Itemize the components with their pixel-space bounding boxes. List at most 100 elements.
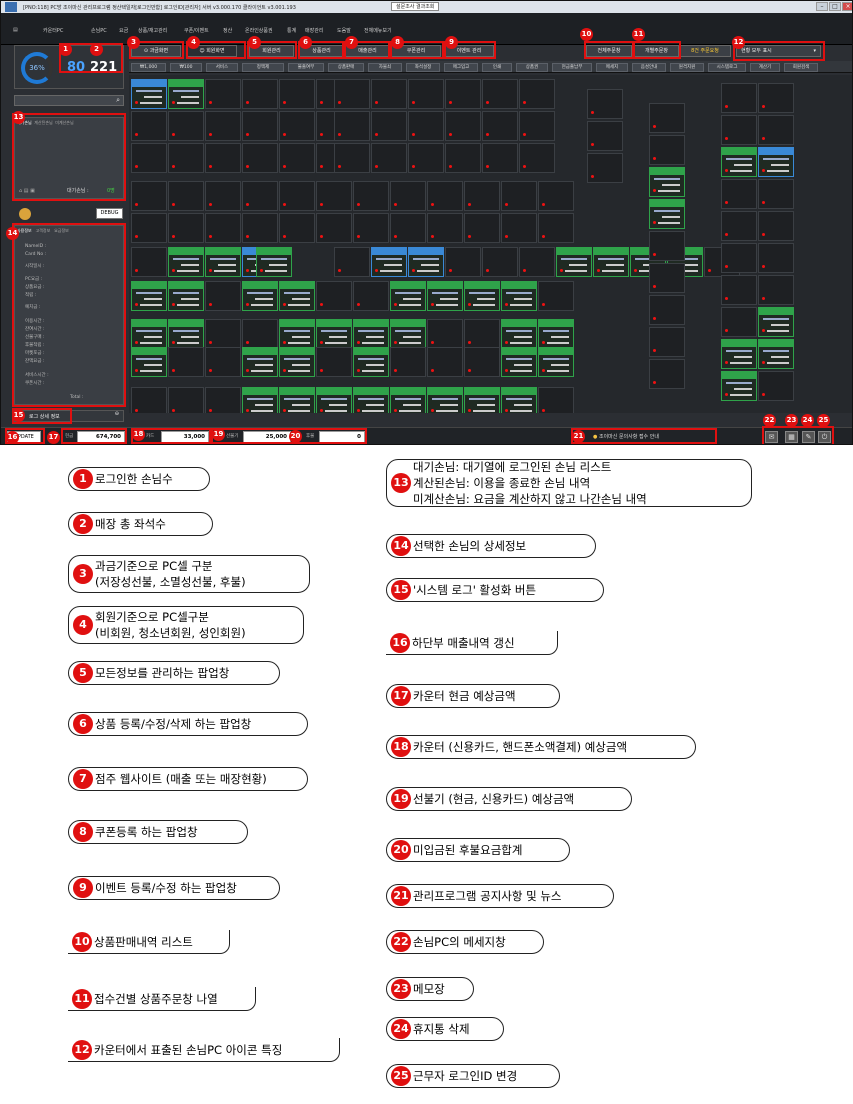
pc-seat-cell[interactable] (279, 213, 315, 243)
pc-seat-cell[interactable] (519, 111, 555, 141)
pc-seat-cell[interactable] (721, 371, 757, 401)
message-icon[interactable]: ✉ (765, 431, 778, 443)
pc-seat-cell[interactable] (371, 111, 407, 141)
pc-seat-cell[interactable] (353, 347, 389, 377)
pc-seat-cell[interactable] (205, 387, 241, 413)
pc-seat-cell[interactable] (501, 347, 537, 377)
pc-seat-cell[interactable] (464, 213, 500, 243)
pc-seat-cell[interactable] (721, 211, 757, 241)
pc-seat-cell[interactable] (519, 79, 555, 109)
pc-seat-cell[interactable] (390, 281, 426, 311)
pc-seat-cell[interactable] (316, 347, 352, 377)
pc-seat-cell[interactable] (131, 247, 167, 277)
pc-seat-cell[interactable] (482, 79, 518, 109)
pc-seat-cell[interactable] (501, 319, 537, 349)
menu-item-counter-pc[interactable]: 카운터PC (43, 28, 64, 34)
debug-button[interactable]: DEBUG (96, 208, 123, 219)
pc-seat-cell[interactable] (371, 79, 407, 109)
pc-seat-cell[interactable] (242, 79, 278, 109)
pc-seat-cell[interactable] (334, 79, 370, 109)
toolbar-button-13[interactable]: 음성안내 (632, 63, 666, 72)
pc-seat-cell[interactable] (168, 387, 204, 413)
pc-seat-cell[interactable] (168, 213, 204, 243)
pc-seat-cell[interactable] (721, 115, 757, 145)
pc-seat-cell[interactable] (334, 247, 370, 277)
syslog-toggle-button[interactable]: 로그 상세 정보⊖ (14, 410, 124, 422)
menu-home-icon[interactable]: ▤ (13, 27, 18, 33)
memo-icon[interactable]: ▦ (785, 431, 798, 443)
pc-seat-cell[interactable] (519, 247, 555, 277)
pc-seat-cell[interactable] (390, 387, 426, 413)
toolbar-button-3[interactable]: 정액제 (242, 63, 284, 72)
toolbar-button-1[interactable]: ₩100 (170, 63, 202, 72)
toolbar-button-5[interactable]: 상품판매 (328, 63, 364, 72)
pc-seat-cell[interactable] (721, 179, 757, 209)
pc-seat-cell[interactable] (242, 319, 278, 349)
pc-seat-cell[interactable] (205, 213, 241, 243)
toolbar-button-15[interactable]: 시스템로그 (708, 63, 746, 72)
pc-seat-cell[interactable] (131, 387, 167, 413)
menu-item-help[interactable]: 도움말 (337, 28, 351, 34)
pc-seat-cell[interactable] (205, 79, 241, 109)
pc-seat-cell[interactable] (205, 111, 241, 141)
pc-seat-cell[interactable] (131, 79, 167, 109)
pc-seat-cell[interactable] (649, 295, 685, 325)
pc-seat-cell[interactable] (131, 319, 167, 349)
pc-seat-cell[interactable] (256, 247, 292, 277)
maximize-icon[interactable]: □ (829, 2, 841, 11)
pc-seat-cell[interactable] (408, 111, 444, 141)
pc-seat-cell[interactable] (427, 319, 463, 349)
pc-seat-cell[interactable] (353, 213, 389, 243)
menu-item-guest-pc[interactable]: 손님PC (91, 28, 107, 34)
pc-seat-cell[interactable] (279, 387, 315, 413)
pc-seat-cell[interactable] (758, 83, 794, 113)
pc-seat-cell[interactable] (649, 263, 685, 293)
news-ticker[interactable]: ● 조이마신 문의사항 접수 안내 (593, 433, 659, 440)
pc-seat-cell[interactable] (316, 213, 352, 243)
sales-list-button[interactable]: 전체주문창 (586, 45, 632, 57)
pc-seat-cell[interactable] (427, 281, 463, 311)
pc-seat-cell[interactable] (242, 281, 278, 311)
pc-seat-cell[interactable] (131, 281, 167, 311)
pc-seat-cell[interactable] (758, 115, 794, 145)
pc-seat-cell[interactable] (131, 181, 167, 211)
pc-seat-cell[interactable] (538, 281, 574, 311)
pc-seat-cell[interactable] (371, 247, 407, 277)
pc-seat-cell[interactable] (279, 181, 315, 211)
minimize-icon[interactable]: – (816, 2, 828, 11)
pc-seat-cell[interactable] (279, 111, 315, 141)
user-switch-icon[interactable]: ⏻ (818, 431, 831, 443)
pc-seat-cell[interactable] (538, 213, 574, 243)
pc-seat-cell[interactable] (482, 247, 518, 277)
pc-seat-cell[interactable] (334, 143, 370, 173)
pc-seat-cell[interactable] (353, 387, 389, 413)
pc-seat-cell[interactable] (538, 181, 574, 211)
pc-seat-cell[interactable] (758, 307, 794, 337)
pc-seat-cell[interactable] (721, 275, 757, 305)
member-mgmt-button[interactable]: 회원관리 (249, 45, 294, 57)
pc-seat-cell[interactable] (501, 181, 537, 211)
pc-seat-cell[interactable] (168, 181, 204, 211)
pc-seat-cell[interactable] (427, 181, 463, 211)
pc-seat-cell[interactable] (758, 147, 794, 177)
pc-seat-cell[interactable] (279, 143, 315, 173)
trash-icon[interactable]: ✎ (802, 431, 815, 443)
toolbar-button-12[interactable]: 메세지 (596, 63, 628, 72)
pc-seat-cell[interactable] (316, 281, 352, 311)
toolbar-button-7[interactable]: 좌석설정 (406, 63, 440, 72)
survey-result-button[interactable]: 설문조사 결과조회 (391, 2, 440, 11)
pc-seat-cell[interactable] (168, 319, 204, 349)
pc-seat-cell[interactable] (390, 181, 426, 211)
pc-seat-cell[interactable] (408, 79, 444, 109)
pc-seat-cell[interactable] (538, 319, 574, 349)
pc-seat-cell[interactable] (538, 387, 574, 413)
pc-seat-cell[interactable] (205, 247, 241, 277)
pc-seat-cell[interactable] (587, 89, 623, 119)
member-view-button[interactable]: ☺ 회원화면 (187, 45, 237, 57)
toolbar-button-2[interactable]: 서비스 (206, 63, 238, 72)
toolbar-button-8[interactable]: 매그입고 (444, 63, 478, 72)
toolbar-button-6[interactable]: 자물쇠 (368, 63, 402, 72)
pc-seat-cell[interactable] (353, 319, 389, 349)
pc-seat-cell[interactable] (353, 181, 389, 211)
menu-item-stock[interactable]: 상품/재고관리 (138, 28, 168, 34)
